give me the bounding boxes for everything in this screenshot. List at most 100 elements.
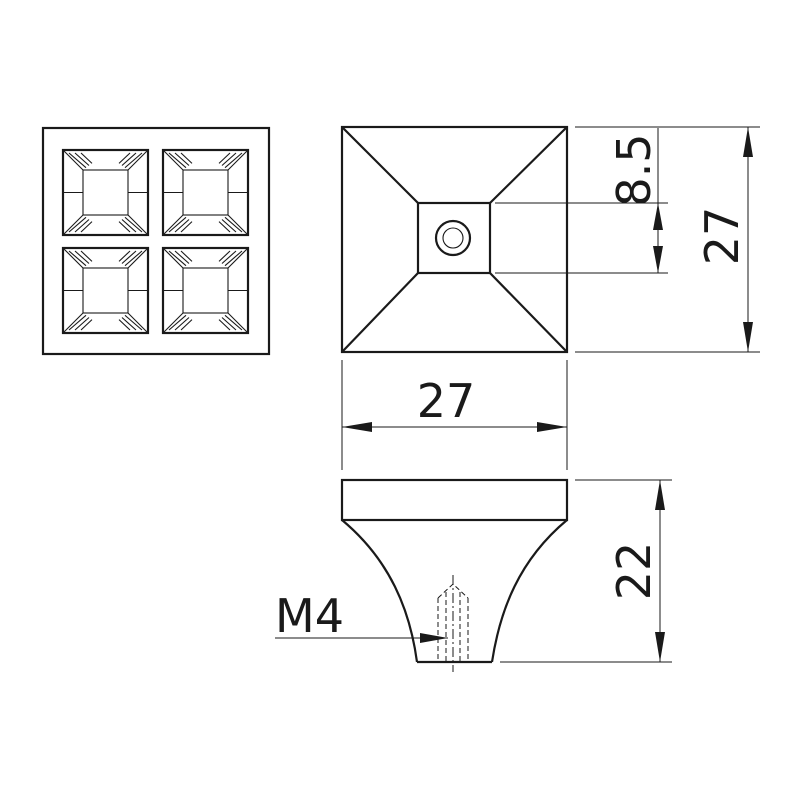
facet-cell-4-bevel-tr <box>227 247 249 269</box>
facet-cell-3-hatch-top-r-0 <box>124 250 143 267</box>
facet-cell-2-bevel-br <box>227 214 249 236</box>
facet-cell-3-hatch-top-0 <box>68 250 87 267</box>
facet-cell-2-hatch-top-2 <box>180 152 193 164</box>
facet-cell-4-hatch-bot-0 <box>168 314 187 331</box>
screw-hole-inner <box>442 227 464 249</box>
arrow-right <box>537 422 567 432</box>
facet-cell-4-hatch-top-r-0 <box>224 250 243 267</box>
dimension-label-width: 27 <box>417 374 476 428</box>
facet-cell-2-bevel-bl <box>162 214 184 236</box>
facet-cell-4-bevel-bl <box>162 312 184 334</box>
facet-cell-4-hatch-bot-1 <box>174 317 190 331</box>
facet-cells <box>61 148 250 335</box>
facet-cell-1-hatch-bot-0 <box>68 216 87 233</box>
facet-cell-1-hatch-top-1 <box>74 152 90 166</box>
top-view <box>41 126 271 356</box>
screw-hole-outer <box>434 219 472 257</box>
facet-cell-3-hatch-bot-r-2 <box>118 319 131 331</box>
facet-cell-1-hatch-top-r-2 <box>118 152 131 164</box>
facet-cell-1-hatch-bot-r-0 <box>124 216 143 233</box>
top-view-outline <box>41 126 271 356</box>
facet-cell-4-hatch-bot-2 <box>180 319 193 331</box>
bevel-edge-bl <box>341 272 419 353</box>
facet-cell-1-bevel-bl <box>62 214 84 236</box>
bevel-edge-tr <box>489 126 568 204</box>
thread-label: M4 <box>275 589 344 643</box>
facet-cell-4-bevel-br <box>227 312 249 334</box>
thread-leader-arrow <box>420 633 448 643</box>
side-view-cap <box>340 478 569 522</box>
dimension-depth: 22 <box>500 479 672 663</box>
facet-cell-1-hatch-top-2 <box>80 152 93 164</box>
side-view-profile-left <box>341 519 419 663</box>
facet-cell-4-hatch-bot-r-0 <box>224 314 243 331</box>
front-view <box>340 125 569 354</box>
arrow-hole-up <box>653 246 663 273</box>
arrow-depth-up <box>655 480 665 510</box>
thread-callout: M4 <box>275 589 448 643</box>
facet-cell-3-bevel-tl <box>62 247 84 269</box>
facet-cell-3-hatch-bot-r-1 <box>121 317 137 331</box>
facet-cell-3-hatch-top-r-1 <box>121 250 137 264</box>
bevel-edge-br <box>489 272 568 353</box>
facet-cell-3-hatch-bot-r-0 <box>124 314 143 331</box>
arrow-left <box>342 422 372 432</box>
facet-cell-2-hatch-bot-2 <box>180 221 193 233</box>
facet-cell-1-hatch-bot-r-1 <box>121 219 137 233</box>
facet-cell-1-hatch-bot-r-2 <box>118 221 131 233</box>
dimension-height: 27 <box>575 126 760 353</box>
facet-cell-4-hatch-bot-r-2 <box>218 319 231 331</box>
arrow-up <box>743 127 753 157</box>
facet-cell-4-hatch-top-r-1 <box>221 250 237 264</box>
facet-cell-4-bevel-tl <box>162 247 184 269</box>
facet-cell-2-bevel-tl <box>162 149 184 171</box>
facet-cell-3-hatch-bot-0 <box>68 314 87 331</box>
facet-cell-1-hatch-bot-1 <box>74 219 90 233</box>
facet-cell-1-bevel-tr <box>127 149 149 171</box>
facet-cell-2-hatch-top-r-0 <box>224 152 243 169</box>
facet-cell-2-hatch-top-0 <box>168 152 187 169</box>
facet-cell-3-bevel-br <box>127 312 149 334</box>
facet-cell-2-hatch-top-r-2 <box>218 152 231 164</box>
facet-cell-3-hatch-bot-1 <box>74 317 90 331</box>
facet-cell-3-hatch-top-r-2 <box>118 250 131 262</box>
facet-cell-1-hatch-top-r-0 <box>124 152 143 169</box>
facet-cell-3-bevel-tr <box>127 247 149 269</box>
facet-cell-2-hatch-top-1 <box>174 152 190 166</box>
facet-cell-2-bevel-tr <box>227 149 249 171</box>
facet-cell-1-bevel-br <box>127 214 149 236</box>
facet-cell-2-hatch-bot-r-1 <box>221 219 237 233</box>
dimension-label-depth: 22 <box>607 542 661 601</box>
facet-cell-4-hatch-top-0 <box>168 250 187 267</box>
front-view-outline <box>340 125 569 354</box>
facet-cell-2-hatch-bot-r-2 <box>218 221 231 233</box>
facet-cell-3-hatch-top-2 <box>80 250 93 262</box>
side-view-profile-right <box>490 519 568 663</box>
facet-cell-1-bevel-tl <box>62 149 84 171</box>
facet-cell-2-hatch-bot-0 <box>168 216 187 233</box>
facet-cell-2-hatch-bot-r-0 <box>224 216 243 233</box>
facet-cell-3-hatch-bot-2 <box>80 319 93 331</box>
facet-cell-1-hatch-bot-2 <box>80 221 93 233</box>
facet-cell-4-hatch-top-2 <box>180 250 193 262</box>
facet-cell-3-bevel-bl <box>62 312 84 334</box>
arrow-down <box>743 322 753 352</box>
dimension-hole-offset: 8.5 <box>495 128 668 274</box>
facet-cell-4-inner <box>182 267 229 314</box>
facet-cell-2-hatch-bot-1 <box>174 219 190 233</box>
dimension-label-hole-offset: 8.5 <box>607 133 661 206</box>
facet-cell-4-hatch-bot-r-1 <box>221 317 237 331</box>
facet-cell-4-hatch-top-r-2 <box>218 250 231 262</box>
facet-cell-1-hatch-top-r-1 <box>121 152 137 166</box>
dimension-label-height: 27 <box>695 207 749 266</box>
bevel-edge-tl <box>341 126 419 204</box>
facet-cell-4-hatch-top-1 <box>174 250 190 264</box>
facet-cell-2-inner <box>182 169 229 216</box>
facet-cell-3-hatch-top-1 <box>74 250 90 264</box>
side-view <box>340 478 569 672</box>
arrow-depth-down <box>655 632 665 662</box>
facet-cell-1-inner <box>82 169 129 216</box>
facet-cell-3-inner <box>82 267 129 314</box>
arrow-hole-down <box>653 203 663 230</box>
